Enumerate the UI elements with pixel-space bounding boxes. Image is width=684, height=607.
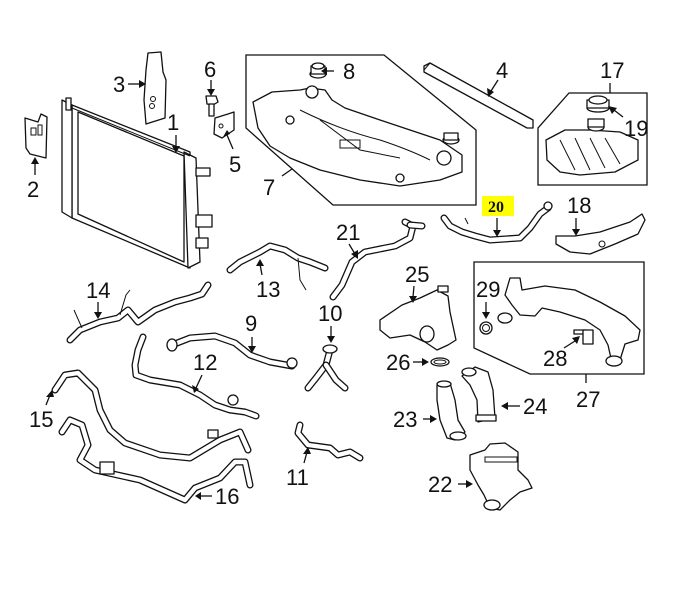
callout-25[interactable]: 25 <box>405 262 429 287</box>
callout-4[interactable]: 4 <box>496 58 508 83</box>
part-14-hose[interactable] <box>66 281 212 344</box>
callout-14[interactable]: 14 <box>86 278 110 303</box>
callout-18[interactable]: 18 <box>567 193 591 218</box>
callout-11[interactable]: 11 <box>286 465 309 490</box>
part-12-hose[interactable] <box>131 333 260 420</box>
part-22-housing[interactable] <box>469 442 533 511</box>
part-6-bolt[interactable] <box>205 95 219 117</box>
part-18-bracket[interactable] <box>555 213 646 255</box>
callout-28[interactable]: 28 <box>543 346 567 371</box>
callout-8[interactable]: 8 <box>343 59 355 84</box>
callout-22[interactable]: 22 <box>428 472 452 497</box>
part-15-hose[interactable] <box>51 369 252 462</box>
callout-5[interactable]: 5 <box>229 152 241 177</box>
callout-24[interactable]: 24 <box>523 394 547 419</box>
callout-6[interactable]: 6 <box>204 57 216 82</box>
callout-labels: 1 2 3 4 5 6 7 8 9 10 11 12 13 14 15 16 1… <box>27 57 648 509</box>
callout-3[interactable]: 3 <box>113 72 125 97</box>
callout-1[interactable]: 1 <box>167 110 179 135</box>
callout-20[interactable]: 20 <box>488 199 504 216</box>
callout-23[interactable]: 23 <box>393 407 417 432</box>
part-29-seal[interactable] <box>479 321 493 335</box>
part-24-hose[interactable] <box>461 366 497 423</box>
leader-lines <box>31 67 624 500</box>
callout-29[interactable]: 29 <box>476 277 500 302</box>
part-10-hose[interactable] <box>304 344 349 392</box>
callout-13[interactable]: 13 <box>256 277 280 302</box>
part-19-cap[interactable] <box>586 95 610 113</box>
part-7-shield-group[interactable] <box>245 54 477 206</box>
part-9-hose[interactable] <box>166 332 298 370</box>
part-5-bracket[interactable] <box>213 111 235 139</box>
callout-19[interactable]: 19 <box>624 116 648 141</box>
callout-7[interactable]: 7 <box>263 175 275 200</box>
part-21-hose[interactable] <box>329 218 426 301</box>
part-17-reservoir-group[interactable] <box>537 92 648 186</box>
callout-17[interactable]: 17 <box>600 58 624 83</box>
part-25-housing[interactable] <box>379 285 457 351</box>
part-26-oring[interactable] <box>430 357 450 367</box>
part-28-sensor[interactable] <box>573 329 594 345</box>
callout-20-highlight[interactable]: 20 <box>482 196 514 216</box>
part-13-hose[interactable] <box>226 242 329 291</box>
callout-27[interactable]: 27 <box>576 387 600 412</box>
callout-15[interactable]: 15 <box>29 407 53 432</box>
highlight-box <box>482 196 514 216</box>
part-1-radiator[interactable] <box>61 97 213 269</box>
callout-9[interactable]: 9 <box>245 311 257 336</box>
part-2-bracket[interactable] <box>24 113 48 159</box>
part-3-deflector[interactable] <box>143 51 167 125</box>
part-27-pipe-group[interactable] <box>473 261 645 375</box>
callout-21[interactable]: 21 <box>336 220 360 245</box>
part-16-hose[interactable] <box>58 416 254 504</box>
part-11-hose[interactable] <box>294 421 364 462</box>
callout-2[interactable]: 2 <box>27 177 39 202</box>
callout-26[interactable]: 26 <box>386 350 410 375</box>
callout-12[interactable]: 12 <box>193 350 217 375</box>
callout-16[interactable]: 16 <box>215 484 239 509</box>
part-23-hose[interactable] <box>436 380 467 441</box>
part-4-seal-strip[interactable] <box>423 62 534 129</box>
callout-10[interactable]: 10 <box>318 301 342 326</box>
part-20-hose[interactable] <box>440 201 553 244</box>
